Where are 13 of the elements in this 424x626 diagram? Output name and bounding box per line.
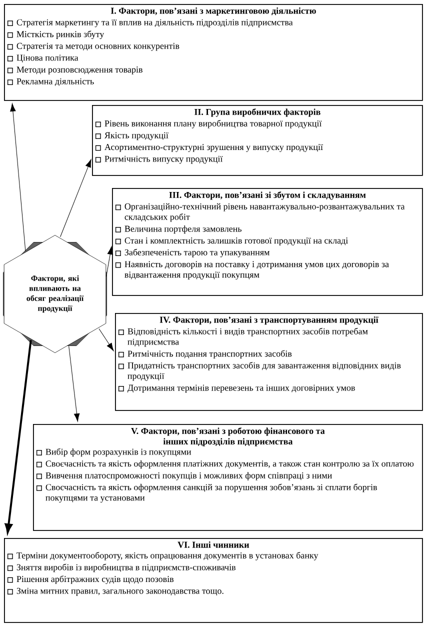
arrow xyxy=(68,346,80,422)
factor-box: I. Фактори, пов’язані з маркетинговою діяльністю Стратегія маркетингу та її вплив на діяльність підрозділів підприємства Місткість ринків збуту Стратегія та методи основних конкурентів Цінова політика Методи розповсюдження товарів Рекламна діяльність xyxy=(4,4,423,101)
arrow xyxy=(106,246,114,277)
factor-box: V. Фактори, пов’язані з роботою фінансового та інших підрозділів підприємства Вибір форм розрахунків із покупцями Своєчасність та якість оформлення платіжних документів, а також стан контролю за їх оплатою Вивчення платоспроможності покупців і можливих форм співпраці з ними Своєчасність та якість оформлення санкцій за порушення зобов’язань зі сплати боргів покупцями та установами xyxy=(33,424,423,531)
arrow xyxy=(60,159,92,238)
factor-box: III. Фактори, пов’язані зі збутом і складуванням Організаційно-технічний рівень навантажувально-розвантажувальних та складських робіт Величина портфеля замовлень Стан і комплектність залишків готової продукції на складі Забезпеченість тарою та упакуванням Наявність договорів на поставку і дотримання умов цих договорів за відвантаження продукції покупцям xyxy=(112,188,423,296)
octagon-badge: Фактори, які впливають на обсяг реалізації продукції xyxy=(3,235,107,353)
factor-box: VI. Інші чинники Терміни документообороту, якість опрацювання документів в установах банку Зняття виробів із виробництва в підприємств-споживачів Рішення арбітражних судів щодо позовів Зміна митних правил, загального законодавства тощо. xyxy=(4,538,423,623)
arrow xyxy=(98,328,114,352)
arrow xyxy=(10,103,26,252)
factor-box: IV. Фактори, пов’язані з транспортуванням продукції Відповідність кількості і видів транспортних засобів потребам підприємства Ритмічність подання транспортних засобів Придатність транспортних засобів для завантаження відповідних видів продукції Дотримання термінів перевезень та інших договірних умов xyxy=(115,313,423,411)
arrow xyxy=(4,340,32,534)
factor-box: II. Група виробничих факторів Рівень виконання плану виробництва товарної продукції Якість продукції Асортиментно-структурні зрушення у випуску продукції Ритмічність випуску продукції xyxy=(92,105,423,176)
